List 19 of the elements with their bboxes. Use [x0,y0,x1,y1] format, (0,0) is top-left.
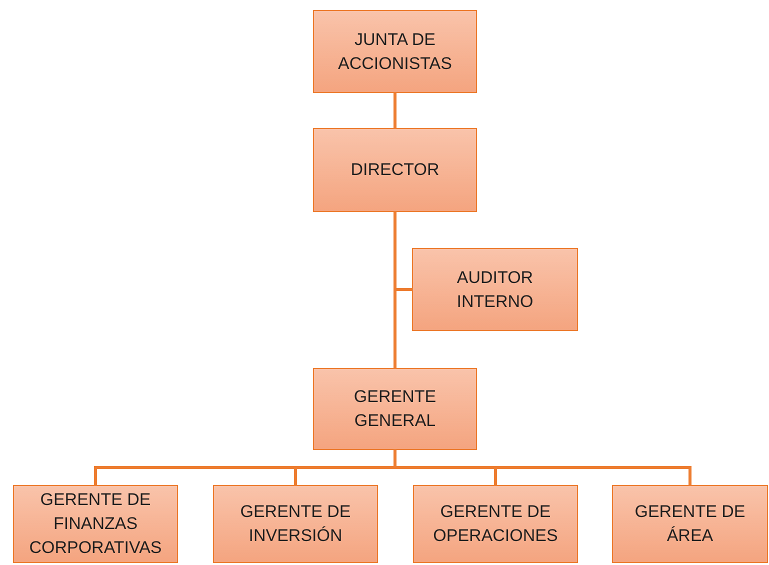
connector-line [394,212,412,291]
position-title: AUDITOR INTERNO [456,266,534,312]
position-title: GERENTE DE FINANZAS CORPORATIVAS [28,489,163,559]
connector-line [394,93,396,128]
position-title: JUNTA DE ACCIONISTAS [337,28,453,74]
connector-line [394,450,692,485]
position-box [413,485,578,563]
position-box [612,485,768,563]
position-box [313,368,477,450]
position-box [412,248,578,331]
position-title: GERENTE GENERAL [352,386,438,432]
position-title: GERENTE DE INVERSIÓN [239,501,352,547]
position-box [213,485,378,563]
position-box [13,485,178,563]
position-box [313,10,477,93]
position-box [313,128,477,212]
position-title: GERENTE DE ÁREA [634,501,746,547]
position-title: DIRECTOR [350,159,440,182]
position-title: GERENTE DE OPERACIONES [432,501,559,547]
